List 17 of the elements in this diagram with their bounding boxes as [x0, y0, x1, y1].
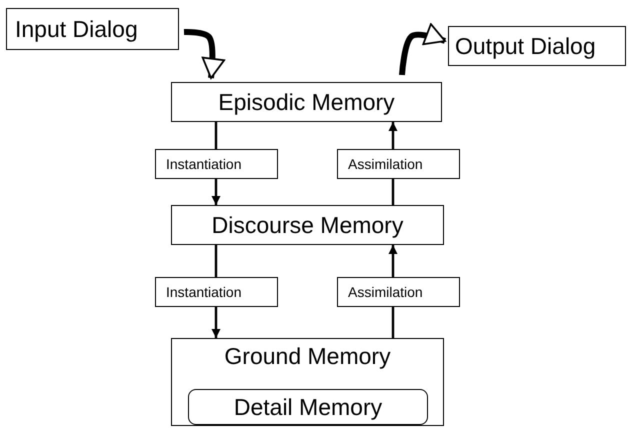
memory-box: [171, 82, 442, 122]
memory-box: [171, 205, 444, 245]
edge-label: Instantiation: [155, 276, 278, 306]
curved-arrow: [399, 23, 446, 76]
memory-box: [448, 26, 626, 66]
inner-memory-box: [188, 389, 428, 425]
edge-label: Instantiation: [155, 148, 278, 178]
node-label: Discourse Memory: [212, 212, 404, 238]
memory-box: [6, 8, 179, 50]
node-label: Input Dialog: [15, 16, 138, 42]
node-label: Detail Memory: [234, 394, 382, 420]
edge-label: Assimilation: [337, 276, 460, 306]
memory-box: [171, 338, 444, 426]
node-label: Ground Memory: [224, 343, 391, 370]
node-label: Output Dialog: [455, 32, 596, 60]
edge-label: Assimilation: [337, 148, 460, 178]
node-label: Episodic Memory: [218, 88, 395, 116]
